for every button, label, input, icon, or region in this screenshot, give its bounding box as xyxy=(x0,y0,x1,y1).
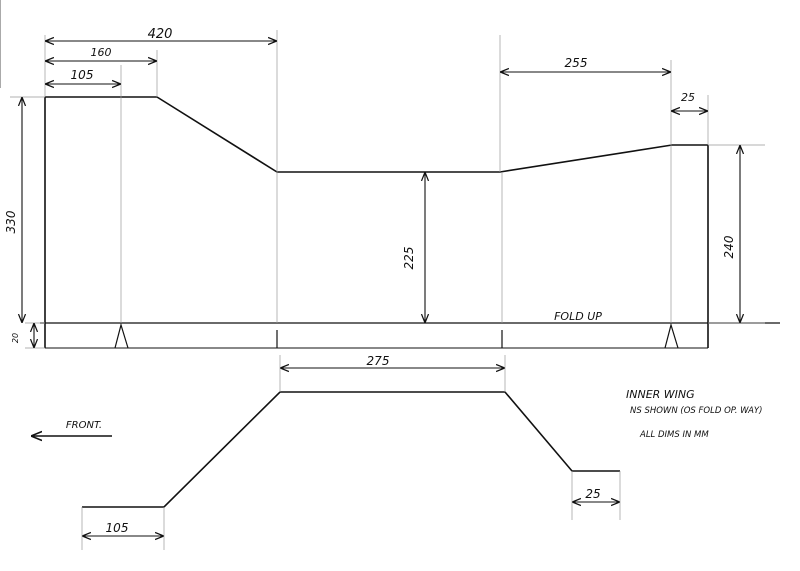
front-arrow: FRONT. xyxy=(32,420,112,436)
dim-225-label: 225 xyxy=(402,247,416,270)
profile-extension-lines xyxy=(81,355,621,550)
profile-dim-105-label: 105 xyxy=(106,521,129,535)
profile-view xyxy=(82,368,620,536)
dim-25-top-label: 25 xyxy=(681,91,695,104)
wing-outline-top-edge xyxy=(45,96,708,173)
front-label: FRONT. xyxy=(66,420,102,431)
dim-240-label: 240 xyxy=(722,235,736,258)
fold-up-label: FOLD UP xyxy=(554,310,602,323)
plan-dimension-arrows xyxy=(22,41,740,347)
note-all-dims: ALL DIMS IN MM xyxy=(639,430,709,440)
dim-420-label: 420 xyxy=(148,27,173,42)
profile-dim-25-label: 25 xyxy=(585,487,600,501)
note-ns-shown: NS SHOWN (OS FOLD OP. WAY) xyxy=(630,406,762,416)
notch-right xyxy=(664,322,679,349)
dim-160-label: 160 xyxy=(91,46,112,59)
profile-dim-275-label: 275 xyxy=(367,354,390,368)
plan-view xyxy=(40,96,780,349)
notch-left xyxy=(114,322,129,349)
dim-255-label: 255 xyxy=(565,56,588,70)
notes-block: INNER WING NS SHOWN (OS FOLD OP. WAY) AL… xyxy=(626,388,762,440)
note-inner-wing: INNER WING xyxy=(626,388,695,401)
dim-105-top-label: 105 xyxy=(71,68,94,82)
profile-outline xyxy=(82,391,620,508)
dim-330-label: 330 xyxy=(4,210,18,233)
dim-20-label: 20 xyxy=(11,333,20,343)
extension-lines xyxy=(10,30,765,349)
